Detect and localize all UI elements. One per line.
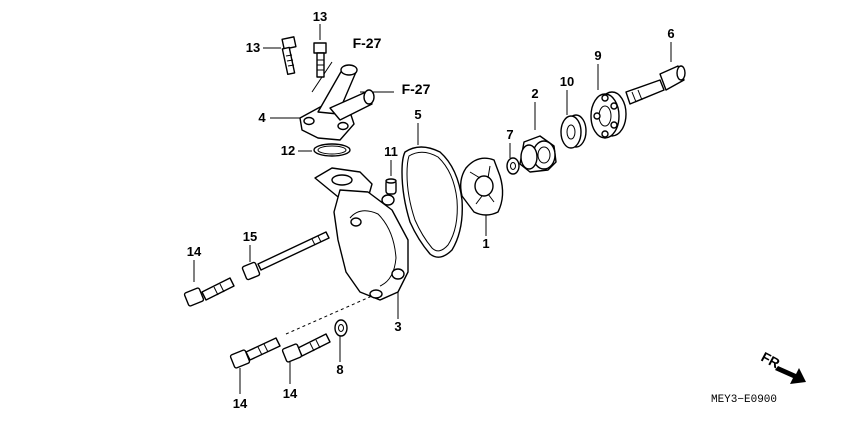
callout-14-lower-left: 14 <box>233 396 248 411</box>
reference-f27-upper: F-27 <box>353 35 382 51</box>
gasket-5 <box>401 146 463 258</box>
mechanical-seal-2 <box>519 135 557 173</box>
diagram-code: MEY3−E0900 <box>711 394 777 406</box>
callout-13-left: 13 <box>246 40 260 55</box>
callout-8: 8 <box>336 362 343 377</box>
callout-14-lower-right: 14 <box>283 386 298 401</box>
stud-bolt-15 <box>241 231 330 281</box>
water-pump-shaft-6 <box>625 65 686 105</box>
bolt-14-lower-left <box>229 337 281 369</box>
impeller-1 <box>459 157 504 216</box>
bolt-14-upper <box>183 277 235 307</box>
callout-7: 7 <box>506 127 513 142</box>
callout-10: 10 <box>560 74 574 89</box>
callout-3: 3 <box>394 319 401 334</box>
bolt-13-right <box>313 42 327 78</box>
callout-13-top: 13 <box>313 9 327 24</box>
leader-lines <box>193 24 672 394</box>
washer-8 <box>334 319 348 337</box>
assembly-line <box>285 295 373 335</box>
reference-f27-right: F-27 <box>402 81 431 97</box>
callout-11: 11 <box>384 144 398 159</box>
callout-2: 2 <box>531 86 538 101</box>
washer-7 <box>506 157 520 175</box>
dowel-pin-11 <box>385 178 397 195</box>
callout-12: 12 <box>281 143 295 158</box>
oil-seal-10 <box>560 114 587 149</box>
callout-4: 4 <box>258 110 266 125</box>
callout-14-upper: 14 <box>187 244 202 259</box>
bolt-13-left <box>281 36 297 76</box>
bolt-14-lower-right <box>281 333 331 363</box>
callout-15: 15 <box>243 229 257 244</box>
bearing-9 <box>590 91 627 139</box>
callout-6: 6 <box>667 26 674 41</box>
callout-5: 5 <box>414 107 421 122</box>
water-pump-cover <box>314 167 409 301</box>
callout-9: 9 <box>594 48 601 63</box>
callout-1: 1 <box>482 236 489 251</box>
front-direction-arrow: FR. <box>759 349 806 384</box>
water-pipe-elbow <box>299 64 375 141</box>
